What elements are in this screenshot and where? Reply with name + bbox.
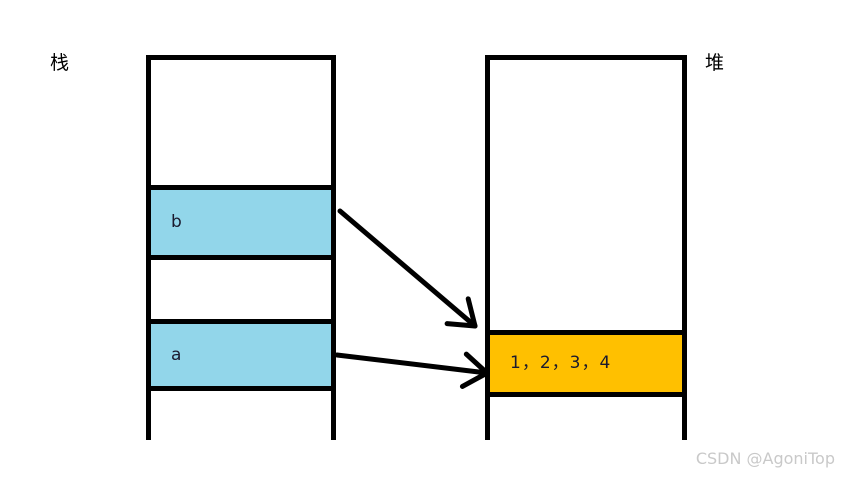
stack-cell-b: b [151,190,331,260]
stack-cell-a-label: a [171,344,183,365]
stack-cell-empty-bot [151,391,331,440]
stack-cell-b-label: b [171,212,183,232]
heap-cell-empty-bot [490,397,682,440]
stack-cell-a: a [151,324,331,391]
arrow-b-to-array-shaft [337,208,478,329]
stack-region-label: 栈 [50,52,70,74]
arrow-b-to-array [337,208,478,329]
arrow-a-to-array-head-0 [459,370,490,389]
stack-cell-empty-top [151,60,331,190]
arrow-a-to-array-head-1 [463,351,490,376]
arrow-b-to-array-head-0 [444,321,478,329]
arrow-a-to-array [334,351,490,389]
heap-cell-array: 1，2，3，4 [490,335,682,397]
watermark-text: CSDN @AgoniTop [695,449,835,468]
arrow-b-to-array-head-1 [465,296,478,329]
arrow-a-to-array-shaft [334,352,490,376]
heap-memory-column: 1，2，3，4 [485,55,687,440]
heap-region-label: 堆 [705,52,725,74]
stack-cell-empty-mid [151,260,331,324]
heap-cell-array-label: 1，2，3，4 [510,353,612,373]
heap-cell-empty-top [490,60,682,335]
